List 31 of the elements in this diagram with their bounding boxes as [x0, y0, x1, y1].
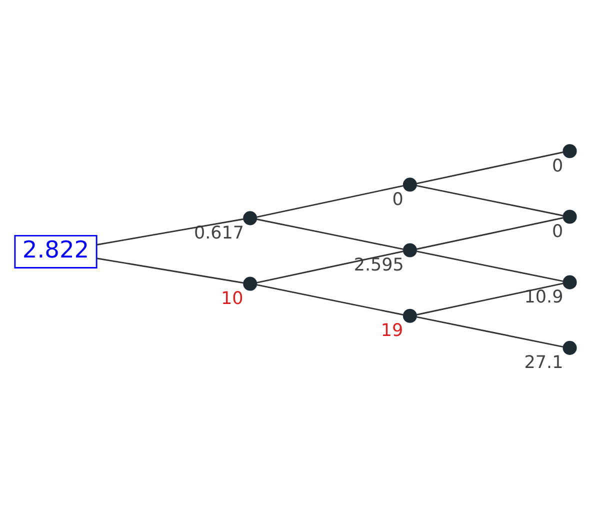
connector — [96, 258, 244, 284]
connector — [416, 316, 564, 348]
connector — [416, 250, 564, 282]
node-label: 0.617 — [194, 223, 244, 244]
node-circle — [243, 276, 258, 291]
connector — [256, 250, 404, 284]
node-circle — [562, 275, 577, 290]
node-label: 0 — [552, 156, 564, 176]
node-label: 10 — [221, 289, 244, 310]
node-circle — [562, 340, 577, 355]
connector — [256, 284, 404, 316]
node-circle — [402, 178, 417, 192]
connector — [256, 218, 404, 250]
connector — [416, 151, 564, 184]
node-circle — [562, 210, 577, 224]
connector — [416, 217, 564, 250]
node-label: 19 — [380, 321, 404, 342]
node-circle — [402, 243, 417, 258]
connector — [416, 185, 564, 216]
node-label: 0 — [552, 222, 564, 242]
node-circle — [562, 144, 577, 158]
node-box: 2.822 — [14, 234, 98, 268]
node-circle — [402, 308, 417, 323]
node-label: 0 — [392, 190, 404, 210]
node-label: 2.595 — [354, 256, 404, 276]
connector — [256, 184, 404, 218]
node-label: 27.1 — [524, 353, 564, 374]
connector — [416, 282, 564, 316]
node-label: 10.9 — [524, 288, 564, 308]
node-circle — [243, 211, 258, 226]
connector — [96, 218, 244, 246]
